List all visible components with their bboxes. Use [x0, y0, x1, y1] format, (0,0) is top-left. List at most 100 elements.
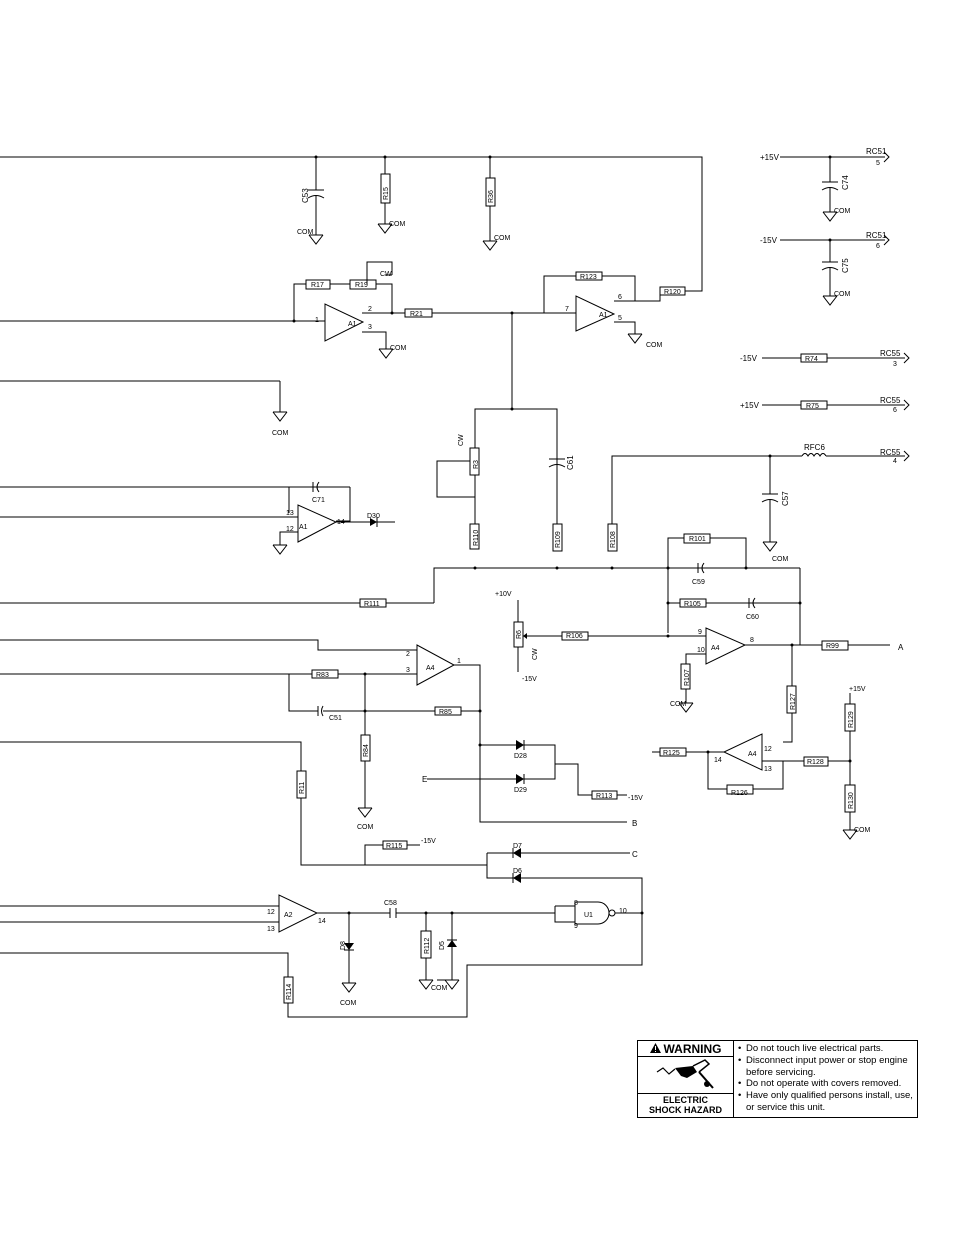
a4-main-stage [0, 533, 890, 743]
label-r120: R120 [664, 289, 681, 296]
label-u1-pin10: 10 [619, 908, 627, 915]
label-rc51-pin6: 6 [876, 243, 880, 250]
label-d28: D28 [514, 753, 527, 760]
top-rail [0, 155, 703, 292]
label-r15: R15 [383, 187, 390, 200]
label-a1c: A1 [299, 524, 308, 531]
label-cw-r19: CW [380, 271, 392, 278]
label-com-d8: COM [340, 1000, 357, 1007]
label-com-r107: COM [670, 701, 687, 708]
label-a1c-pin12: 12 [286, 526, 294, 533]
label-com-a1: COM [390, 345, 407, 352]
label-rc55-b: RC55 [880, 396, 901, 405]
r75-section [762, 399, 910, 411]
label-p15v-r75: +15V [740, 401, 760, 410]
label-a4c-pin12: 12 [764, 746, 772, 753]
label-c53: C53 [301, 188, 310, 203]
label-m15v-r74: -15V [740, 354, 758, 363]
label-in-e: E [422, 775, 427, 784]
label-r19: R19 [355, 282, 368, 289]
label-a4a-pin10: 10 [697, 647, 705, 654]
label-r125: R125 [663, 750, 680, 757]
label-rc51-b: RC51 [866, 231, 887, 240]
label-a4b-pin2: 2 [406, 651, 410, 658]
label-com-c74: COM [834, 208, 851, 215]
label-r128: R128 [807, 759, 824, 766]
labels: +15V RC51 5 C74 COM -15V RC51 6 C75 COM … [267, 147, 904, 1007]
label-com-a1b: COM [646, 342, 663, 349]
label-r108: R108 [610, 531, 617, 548]
label-r17: R17 [311, 282, 324, 289]
label-out-c: C [632, 850, 638, 859]
label-r112: R112 [424, 938, 431, 954]
label-r111: R111 [364, 601, 380, 608]
lower-stage [0, 741, 644, 1018]
label-a2: A2 [284, 912, 293, 919]
label-a1c-pin14: 14 [337, 519, 345, 526]
label-rc51-a: RC51 [866, 147, 887, 156]
label-d30: D30 [367, 513, 380, 520]
label-p15v-rc51-5: +15V [760, 153, 780, 162]
label-r105: R105 [684, 601, 701, 608]
rfc6-section [611, 450, 910, 552]
warning-hazard-text: ELECTRIC SHOCK HAZARD [638, 1094, 733, 1117]
label-a4a: A4 [711, 645, 720, 652]
label-r36: R36 [488, 190, 495, 203]
label-r109: R109 [555, 531, 562, 548]
label-a1b-pin5: 5 [618, 315, 622, 322]
warning-item: Do not touch live electrical parts. [738, 1043, 914, 1055]
label-r101: R101 [689, 536, 706, 543]
label-m15v-rc51-6: -15V [760, 236, 778, 245]
label-a1-top: A1 [348, 321, 357, 328]
label-u1-pin8: 8 [574, 900, 578, 907]
hazard-line-1: ELECTRIC [663, 1095, 708, 1105]
rc51-6-section [780, 234, 890, 306]
label-a1b-pin6: 6 [618, 294, 622, 301]
label-p10v: +10V [495, 591, 512, 598]
warning-header: WARNING [638, 1041, 733, 1057]
label-r110: R110 [473, 530, 480, 546]
label-c51: C51 [329, 715, 342, 722]
label-r106: R106 [566, 633, 583, 640]
label-rc51-pin5: 5 [876, 160, 880, 167]
label-out-a: A [898, 643, 904, 652]
label-r129: R129 [848, 711, 855, 728]
label-r6: R6 [516, 630, 523, 639]
label-a2-pin12: 12 [267, 909, 275, 916]
label-m15v-r113: -15V [628, 795, 643, 802]
label-m15v-r115: -15V [421, 838, 436, 845]
electric-shock-hand-icon [638, 1057, 733, 1094]
label-c61: C61 [566, 455, 575, 470]
label-a4a-pin8: 8 [750, 637, 754, 644]
a4c-stage [652, 693, 858, 840]
label-com-c75: COM [834, 291, 851, 298]
warning-list: Do not touch live electrical parts. Disc… [734, 1041, 917, 1117]
label-a4c-pin14: 14 [714, 757, 722, 764]
label-p15v-r129: +15V [849, 686, 866, 693]
label-a4b-pin3: 3 [406, 667, 410, 674]
warning-left-panel: WARNING ELECTRIC SHOCK HAZARD [638, 1041, 734, 1117]
warning-triangle-icon [649, 1042, 661, 1056]
label-c58: C58 [384, 900, 397, 907]
label-r11: R11 [299, 782, 306, 794]
label-com-r84: COM [357, 824, 374, 831]
label-a4b-pin1: 1 [457, 658, 461, 665]
label-d7: D7 [513, 843, 522, 850]
label-a4a-pin9: 9 [698, 629, 702, 636]
warning-label: WARNING ELECTRIC SHOCK HAZARD Do not tou… [637, 1040, 918, 1118]
label-rc55-pin6: 6 [893, 407, 897, 414]
label-com-c57: COM [772, 556, 789, 563]
r74-section [762, 352, 910, 364]
label-a4b: A4 [426, 665, 435, 672]
rc51-5-section [780, 151, 890, 222]
label-a1b-pin7: 7 [565, 306, 569, 313]
hazard-line-2: SHOCK HAZARD [649, 1105, 722, 1115]
a4b-stage [0, 639, 627, 823]
label-a1-pin3: 3 [368, 324, 372, 331]
label-r74: R74 [805, 356, 818, 363]
label-a1-pin2: 2 [368, 306, 372, 313]
warning-item: Disconnect input power or stop engine be… [738, 1055, 914, 1079]
label-rfc6: RFC6 [804, 443, 825, 452]
label-c60: C60 [746, 614, 759, 621]
label-cw-r6: CW [532, 648, 539, 660]
